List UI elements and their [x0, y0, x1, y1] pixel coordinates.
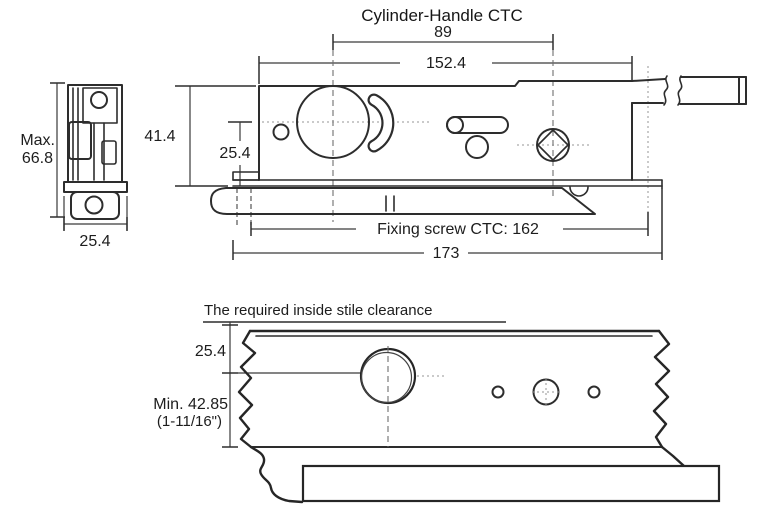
small-hole: [272, 123, 290, 141]
pin-slot-hole: [446, 116, 464, 134]
dim-cylinder-handle-ctc: 89: [332, 24, 554, 50]
bolt-bar: [631, 75, 747, 106]
dim-case-height: 41.4: [144, 85, 256, 187]
side-view-bracket: [70, 191, 120, 220]
dim-label: 25.4: [219, 145, 250, 162]
screw-head-arc: [569, 186, 589, 197]
dim-label: 66.8: [22, 150, 53, 167]
clearance-title: The required inside stile clearance: [204, 302, 432, 319]
stile-centerlines: [387, 346, 446, 447]
stile-left-break-edge: [237, 329, 257, 449]
dim-overall-length: 173: [232, 188, 663, 262]
mounting-tab: [232, 171, 260, 181]
dim-label: Max.: [20, 132, 55, 149]
aux-hole: [465, 135, 489, 159]
stile-profile: [237, 329, 686, 504]
dim-label: Fixing screw CTC: 162: [377, 221, 539, 238]
side-right-block: [101, 140, 117, 165]
lock-case-outline: [258, 80, 633, 181]
side-top-block: [82, 87, 118, 124]
bottom-rail: [301, 464, 721, 503]
stile-screw-hole: [491, 385, 505, 399]
side-view: Max. 66.8 25.4: [20, 82, 128, 250]
pin-slot: [446, 116, 509, 134]
stile-holes: [359, 347, 601, 406]
faceplate: [210, 187, 596, 215]
dim-label: 41.4: [144, 128, 175, 145]
dim-label: 152.4: [426, 55, 466, 72]
side-body-outline: [67, 84, 123, 183]
rail-outline: [301, 464, 721, 503]
break-mark: [677, 75, 683, 106]
dim-case-length: 152.4: [258, 55, 633, 84]
side-left-block: [68, 121, 92, 160]
dim-clearance-chain: 25.4 Min. 42.85 (1-11/16"): [153, 322, 361, 448]
break-mark: [663, 75, 669, 106]
dim-max-height: Max. 66.8: [20, 82, 65, 218]
bracket-outline: [70, 191, 120, 220]
stile-right-break-edge: [652, 329, 671, 449]
side-view-body: [63, 84, 128, 193]
front-view: Cylinder-Handle CTC 89 152.4 41.4: [144, 6, 747, 262]
dim-side-width: 25.4: [63, 196, 128, 250]
bracket-screw-hole: [84, 195, 104, 215]
stile-cylinder-hole-sketch: [360, 351, 413, 404]
spindle-hole: [536, 128, 570, 162]
faceplate-assembly: [210, 171, 663, 215]
bar-top-edge: [631, 78, 666, 82]
dim-label: 173: [433, 245, 460, 262]
front-view-title: Cylinder-Handle CTC: [361, 6, 523, 25]
side-top-screw-hole: [90, 91, 108, 109]
spindle-square: [537, 129, 569, 161]
clearance-view: The required inside stile clearance 25.4…: [153, 302, 721, 504]
handle-cam-slot-inner: [369, 95, 393, 151]
stile-left-lower-contour: [249, 445, 304, 504]
cylinder-hole: [296, 85, 370, 159]
dim-fixing-screw-ctc: Fixing screw CTC: 162: [250, 212, 649, 238]
case-holes: [272, 85, 570, 162]
centerlines: [236, 50, 649, 226]
dim-label: 89: [434, 24, 452, 41]
dim-min-clearance-inches-label: (1-11/16"): [157, 413, 222, 430]
stile-screw-hole: [587, 385, 601, 399]
dim-backset: 25.4: [219, 121, 252, 186]
dim-label: 25.4: [79, 233, 110, 250]
stile-to-rail-step: [660, 445, 686, 468]
dim-top-offset-label: 25.4: [195, 343, 226, 360]
case-top-left-edge: [258, 80, 633, 181]
dim-min-clearance-label: Min. 42.85: [153, 396, 228, 413]
side-base-plate: [63, 181, 128, 193]
